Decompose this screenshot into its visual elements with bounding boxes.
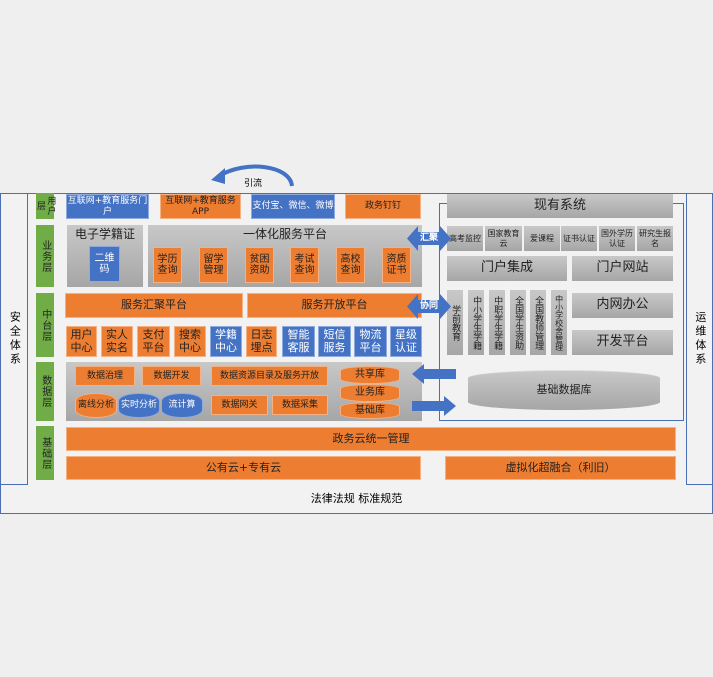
middle-item: 智能客服 <box>282 326 315 357</box>
service-item: 留学管理 <box>199 247 228 283</box>
existing-systems-title: 现有系统 <box>447 194 673 218</box>
law-standards: 法律法规 标准规范 <box>0 484 713 514</box>
alipay-wechat-weibo: 支付宝、微信、微博 <box>251 194 335 219</box>
offline-analysis: 离线分析 <box>75 393 117 418</box>
middle-item: 搜索中心 <box>174 326 206 357</box>
integrated-service-platform: 一体化服务平台 <box>148 225 422 287</box>
security-system: 安全体系 <box>0 193 28 485</box>
existing-column: 中小学校舍管理 <box>551 290 567 355</box>
existing-item: 证书认证 <box>561 226 597 251</box>
data-catalog: 数据资源目录及服务开放 <box>211 366 328 386</box>
existing-column: 中职学生学籍 <box>489 290 505 355</box>
existing-item: 爱课程 <box>524 226 560 251</box>
edu-app: 互联网+教育服务APP <box>160 194 241 219</box>
layer-middle: 中台层 <box>36 293 54 357</box>
middle-item: 实人实名 <box>101 326 133 357</box>
service-item: 考试查询 <box>290 247 319 283</box>
base-db: 基础库 <box>340 402 400 419</box>
service-open-platform: 服务开放平台 <box>247 293 422 318</box>
service-aggregation-platform: 服务汇聚平台 <box>65 293 243 318</box>
existing-column: 全国学生资助 <box>510 290 526 355</box>
existing-column: 中小学生学籍 <box>468 290 484 355</box>
existing-column: 学前教育 <box>447 290 463 355</box>
middle-item: 用户中心 <box>66 326 97 357</box>
intranet-office: 内网办公 <box>572 293 673 318</box>
data-development: 数据开发 <box>142 366 201 386</box>
collab-label: 协同 <box>419 300 438 311</box>
existing-item: 高考监控 <box>447 226 483 251</box>
flow-label: 引流 <box>243 178 262 189</box>
layer-data: 数据层 <box>36 362 54 421</box>
service-item: 学历查询 <box>153 247 182 283</box>
business-db: 业务库 <box>340 384 400 402</box>
edu-portal: 互联网+教育服务门户 <box>66 194 149 219</box>
existing-item: 国家教育云 <box>485 226 522 251</box>
converge-arrow-icon <box>407 226 451 251</box>
service-item: 高校查询 <box>336 247 365 283</box>
e-student-card: 电子学籍证 <box>67 225 143 287</box>
dev-platform: 开发平台 <box>572 330 673 355</box>
portal-integration: 门户集成 <box>447 256 567 281</box>
existing-item: 研究生报名 <box>637 226 673 251</box>
collab-arrow-icon <box>407 294 451 319</box>
existing-column: 全国教师管理 <box>530 290 546 355</box>
base-database: 基础数据库 <box>468 370 660 410</box>
stream-computing: 流计算 <box>161 393 203 418</box>
service-item: 资质证书 <box>382 247 411 283</box>
middle-item: 物流平台 <box>354 326 387 357</box>
portal-website: 门户网站 <box>572 256 673 281</box>
qr-code: 二维码 <box>89 246 120 282</box>
converge-label: 汇聚 <box>419 232 438 243</box>
public-private-cloud: 公有云+专有云 <box>66 456 421 480</box>
realtime-analysis: 实时分析 <box>118 393 160 418</box>
arrow-right-icon <box>412 396 456 416</box>
layer-user: 用户层 <box>35 193 55 219</box>
data-collection: 数据采集 <box>272 395 328 415</box>
middle-item: 学籍中心 <box>210 326 242 357</box>
service-item: 贫困资助 <box>245 247 274 283</box>
flow-arrow-icon <box>211 164 294 187</box>
layer-base: 基础层 <box>36 426 54 480</box>
existing-item: 国外学历认证 <box>599 226 635 251</box>
middle-item: 短信服务 <box>318 326 351 357</box>
data-governance: 数据治理 <box>75 366 135 386</box>
middle-item: 星级认证 <box>390 326 422 357</box>
arrow-left-icon <box>412 364 456 384</box>
middle-item: 支付平台 <box>137 326 170 357</box>
layer-business: 业务层 <box>36 225 54 287</box>
middle-item: 日志埋点 <box>246 326 277 357</box>
shared-db: 共享库 <box>340 366 400 384</box>
gov-dingtalk: 政务钉钉 <box>345 194 421 219</box>
ops-system: 运维体系 <box>686 193 713 485</box>
hyperconverged: 虚拟化超融合（利旧） <box>445 456 676 480</box>
gov-cloud-mgmt: 政务云统一管理 <box>66 427 676 451</box>
data-gateway: 数据网关 <box>211 395 268 415</box>
